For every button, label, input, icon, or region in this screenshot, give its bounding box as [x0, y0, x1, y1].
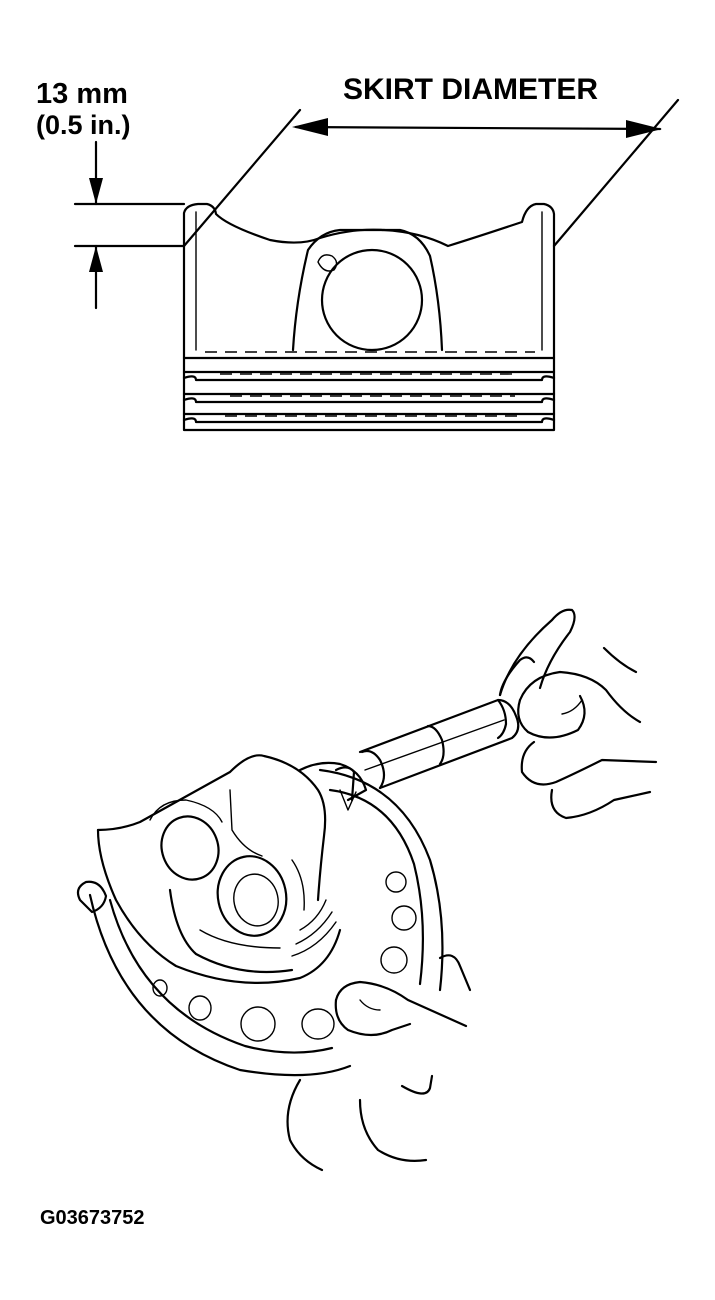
skirt-diameter-dimension	[182, 98, 680, 248]
oil-hole	[317, 254, 338, 272]
figure-code-label: G03673752	[40, 1207, 145, 1229]
piston-pin-bore	[320, 248, 424, 352]
piston-perspective	[96, 754, 342, 984]
micrometer-thimble	[358, 698, 520, 790]
skirt-diameter-label: SKIRT DIAMETER	[343, 73, 598, 106]
lower-hand	[286, 954, 472, 1172]
measure-mm-label: 13 mm	[36, 78, 128, 110]
micrometer-measurement-illustration	[76, 608, 658, 1172]
micrometer-frame	[76, 761, 444, 1077]
piston-side-view	[182, 202, 556, 432]
height-dimension	[73, 140, 186, 310]
measure-in-label: (0.5 in.)	[36, 110, 131, 140]
ring-grooves	[182, 370, 556, 424]
upper-hand	[498, 608, 658, 820]
pin-boss	[291, 228, 444, 352]
